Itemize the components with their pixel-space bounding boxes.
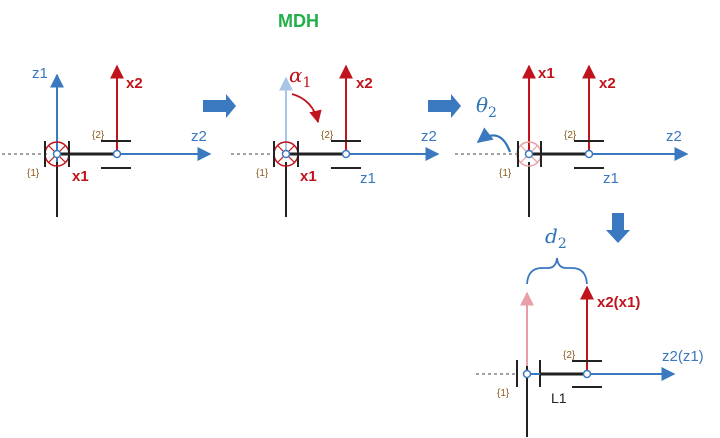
- label-frame-1: {1}: [499, 168, 512, 179]
- label-d: d2: [545, 224, 567, 252]
- label-frame-2: {2}: [564, 130, 577, 141]
- d2-brace: [526, 257, 588, 285]
- label-x2-x1: x2(x1): [597, 294, 640, 311]
- label-frame-1: {1}: [27, 168, 40, 179]
- label-x1: x1: [538, 65, 555, 82]
- label-frame-1: {1}: [497, 388, 510, 399]
- label-alpha: α1: [289, 63, 311, 91]
- label-z2: z2: [191, 128, 207, 145]
- label-x2: x2: [126, 75, 143, 92]
- joint-2-origin: [584, 149, 594, 159]
- label-frame-2: {2}: [92, 130, 105, 141]
- label-frame-2: {2}: [563, 350, 576, 361]
- step-arrow-1: [203, 94, 236, 118]
- label-z1: z1: [32, 65, 48, 82]
- label-link-l1: L1: [551, 390, 567, 406]
- label-x1: x1: [72, 168, 89, 185]
- panel-4: d2 x2(x1) z2(z1) L1 {1} {2}: [476, 224, 704, 437]
- step-arrow-3: [606, 213, 630, 243]
- label-x2: x2: [599, 75, 616, 92]
- panel-2: α1 x2 z2 x1 z1 {1} {2}: [231, 63, 440, 217]
- page-title: MDH: [278, 11, 319, 31]
- alpha-rotation-arrow: [291, 93, 322, 124]
- joint-1-origin: [52, 149, 62, 159]
- joint-1-origin: [281, 149, 291, 159]
- joint-2-origin: [582, 369, 592, 379]
- joint-1-origin: [522, 369, 532, 379]
- panel-1: z1 x2 z2 x1 {1} {2}: [2, 64, 212, 217]
- label-z2-z1: z2(z1): [662, 348, 704, 365]
- label-frame-1: {1}: [256, 168, 269, 179]
- joint-2-origin: [341, 149, 351, 159]
- joint-2-origin: [112, 149, 122, 159]
- panel-3: θ2 x1 x2 z2 z1 {1} {2}: [455, 64, 689, 217]
- label-frame-2: {2}: [321, 130, 334, 141]
- label-z1: z1: [360, 170, 376, 187]
- label-z2: z2: [666, 128, 682, 145]
- label-x2: x2: [356, 75, 373, 92]
- joint-1-origin: [524, 149, 534, 159]
- label-z2: z2: [421, 128, 437, 145]
- label-theta: θ2: [476, 93, 497, 121]
- label-x1: x1: [300, 168, 317, 185]
- label-z1: z1: [603, 170, 619, 187]
- step-arrow-2: [428, 94, 461, 118]
- theta-rotation-arrow: [476, 127, 512, 153]
